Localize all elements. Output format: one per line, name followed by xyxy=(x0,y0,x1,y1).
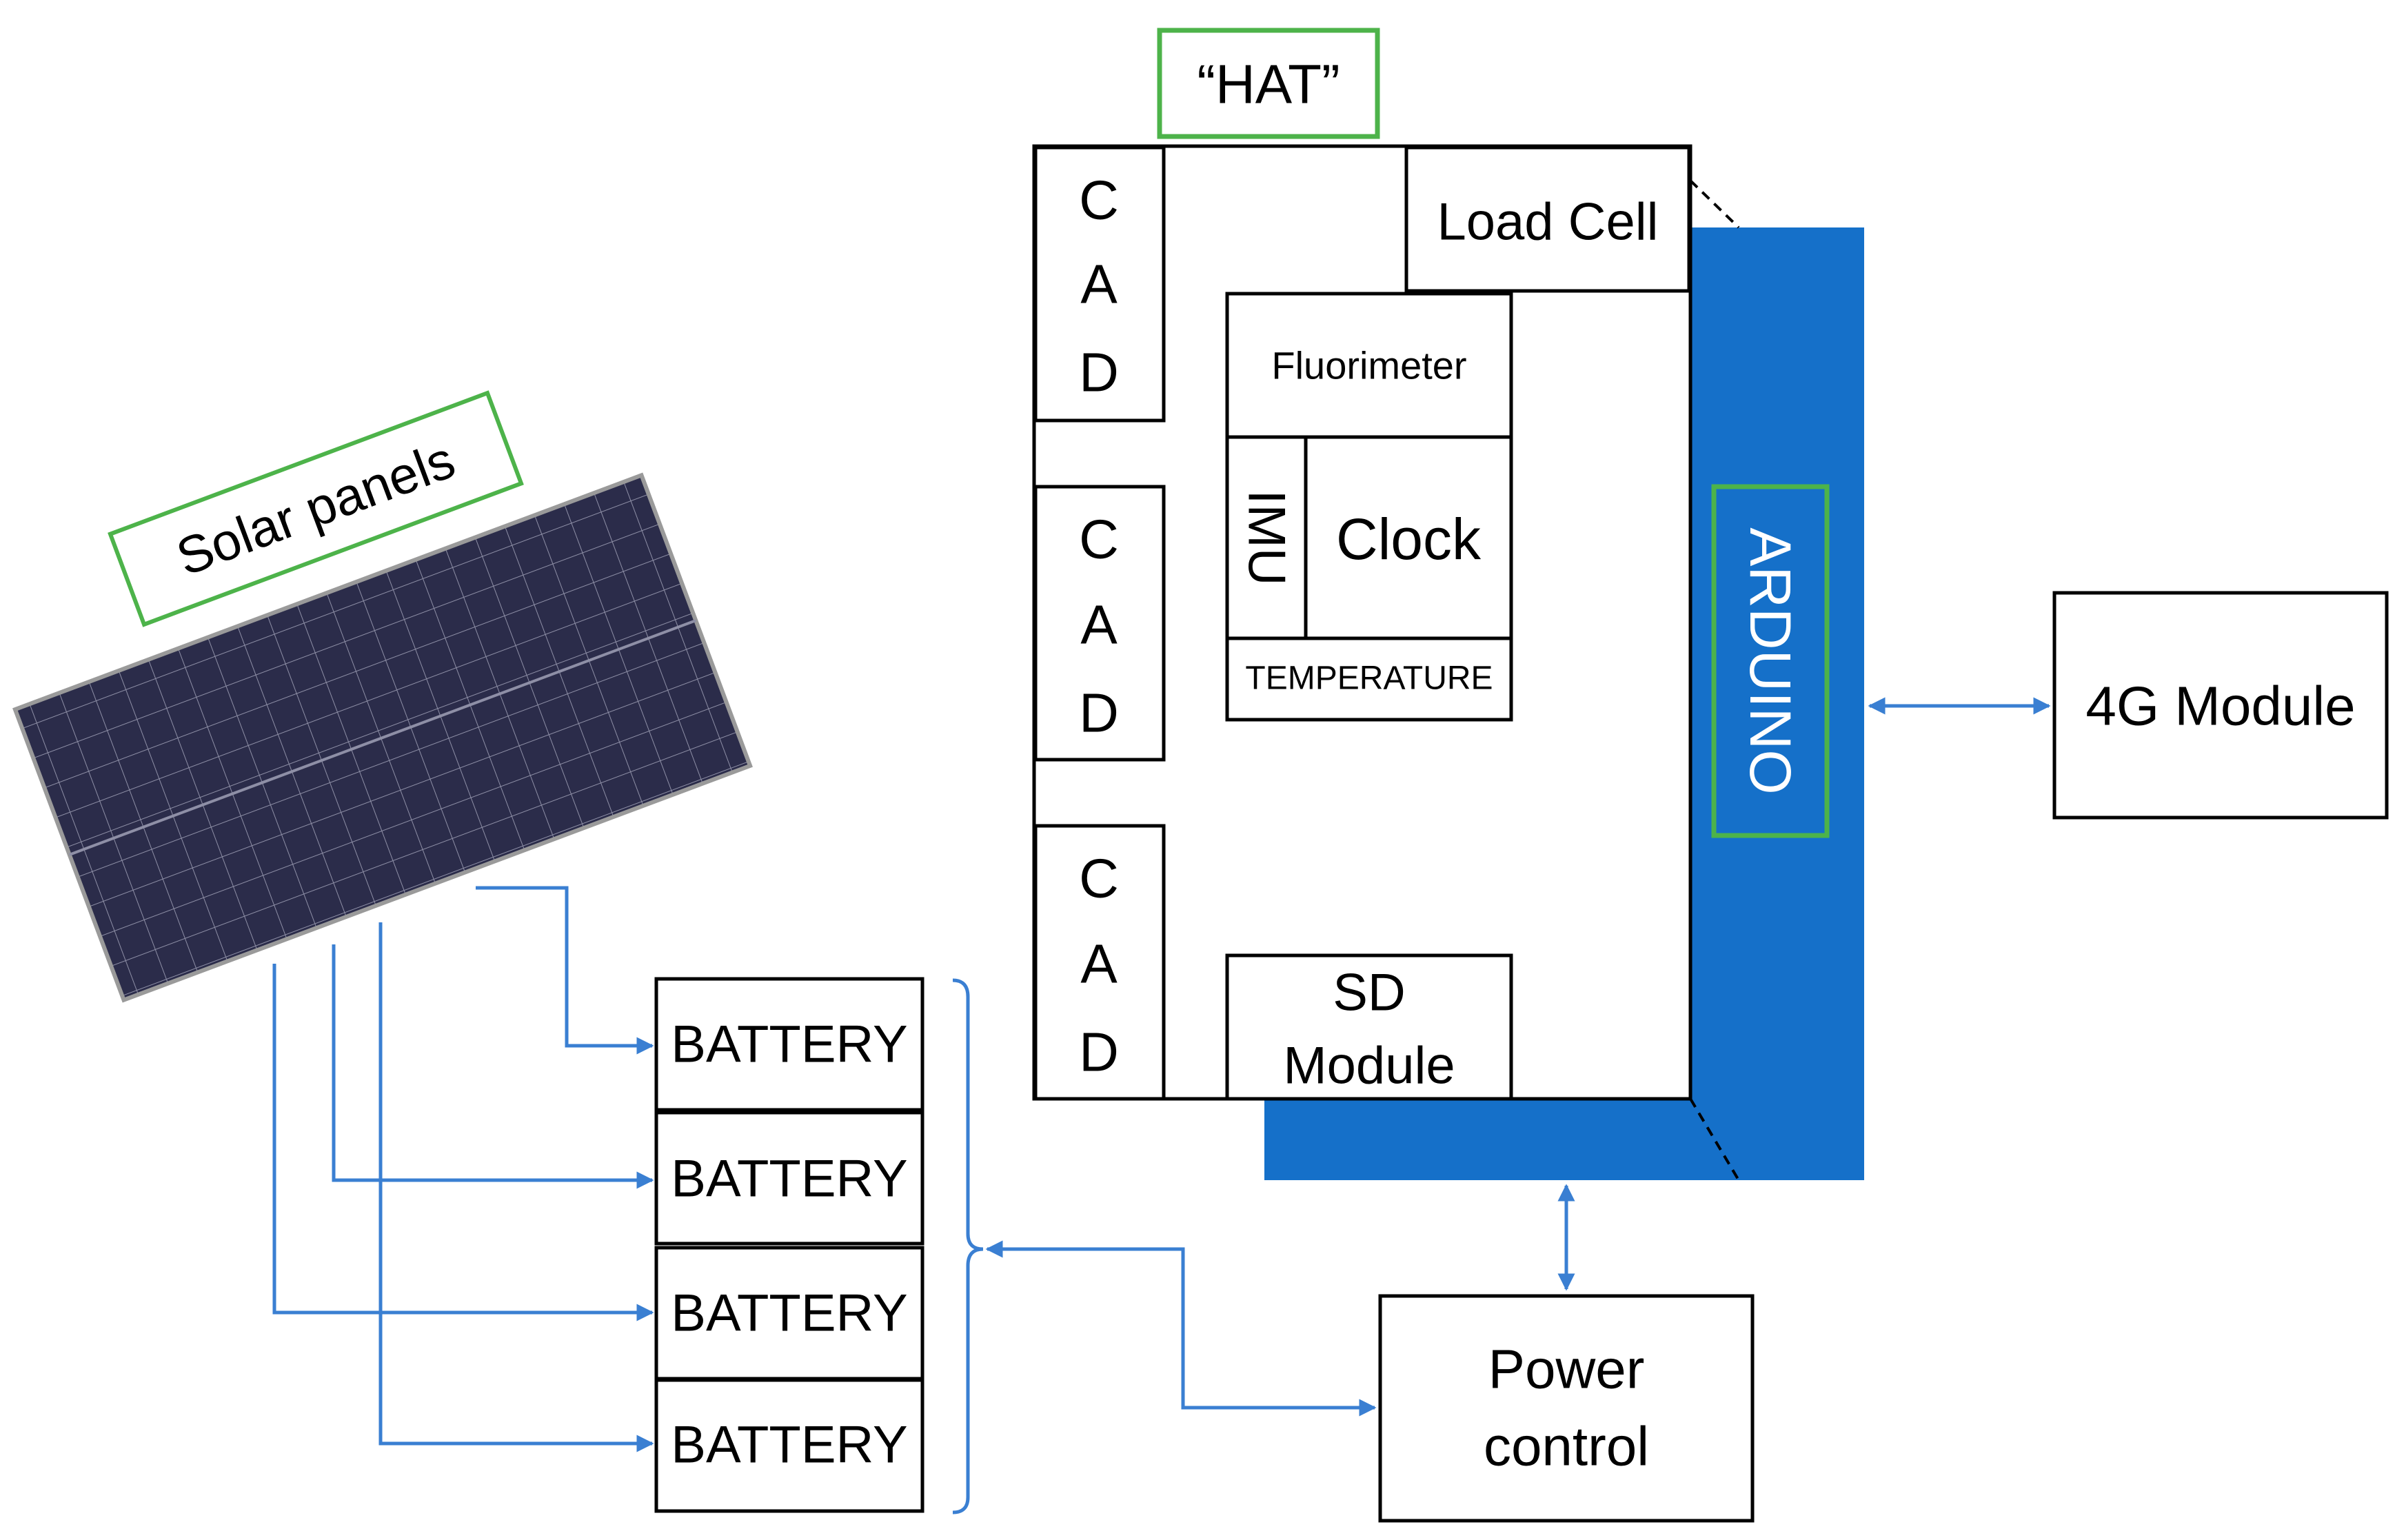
cad-block-3: C A D xyxy=(1033,824,1166,1101)
cad-letter: D xyxy=(1079,682,1119,744)
fluorimeter-text: Fluorimeter xyxy=(1271,344,1466,387)
load-cell-text: Load Cell xyxy=(1437,193,1658,252)
power-control-text-line1: Power xyxy=(1488,1339,1645,1400)
sd-module-text-line2: Module xyxy=(1283,1037,1455,1095)
temperature-text: TEMPERATURE xyxy=(1245,660,1493,697)
connector-solar-battery-3 xyxy=(272,964,654,1321)
battery-label-4: BATTERY xyxy=(671,1416,907,1475)
cad-letter: A xyxy=(1080,254,1118,315)
cad-letter: C xyxy=(1079,509,1119,570)
cad-letter: D xyxy=(1079,1022,1119,1083)
module-4g-text: 4G Module xyxy=(2085,676,2355,737)
cad-letter: A xyxy=(1080,933,1118,995)
arduino-board-vertical xyxy=(1692,227,1864,1180)
battery-box-1 xyxy=(654,977,924,1112)
battery-label-1: BATTERY xyxy=(671,1015,907,1074)
cad-letter: A xyxy=(1080,594,1118,656)
temperature-block xyxy=(1225,636,1513,722)
sd-module-block: SD Module xyxy=(1225,953,1513,1101)
cad-letter: C xyxy=(1079,848,1119,909)
battery-box-2 xyxy=(654,1111,924,1246)
battery-stack: BATTERY BATTERY BATTERY BATTERY xyxy=(654,977,924,1513)
cad-block-1: C A D xyxy=(1033,145,1166,423)
clock-text: Clock xyxy=(1336,507,1482,571)
connector-battery-power xyxy=(985,1240,1377,1417)
arduino-text: ARDUINO xyxy=(1738,527,1803,794)
clock-block xyxy=(1304,435,1513,640)
arduino-board-horizontal xyxy=(1264,1099,1864,1180)
solar-panel-icon xyxy=(12,472,753,1003)
cad-letter: C xyxy=(1079,170,1119,231)
arduino-label: ARDUINO xyxy=(1711,484,1830,838)
connector-solar-battery-1 xyxy=(476,886,654,1055)
module-4g-block: 4G Module xyxy=(2052,591,2389,820)
sensor-cluster: Fluorimeter IMU Clock TEMPERATURE xyxy=(1225,292,1513,722)
battery-box-3 xyxy=(654,1246,924,1381)
solar-battery-connectors xyxy=(272,886,654,1452)
sd-module-text-line1: SD xyxy=(1333,964,1406,1022)
power-control-text-line2: control xyxy=(1484,1416,1649,1477)
battery-bracket xyxy=(952,978,984,1514)
hat-label: “HAT” xyxy=(1157,28,1380,139)
load-cell-block: Load Cell xyxy=(1404,145,1691,293)
battery-label-2: BATTERY xyxy=(671,1150,907,1208)
cad-letter: D xyxy=(1079,342,1119,403)
connector-solar-battery-4 xyxy=(378,922,654,1452)
imu-text: IMU xyxy=(1237,489,1296,585)
connector-solar-battery-2 xyxy=(332,944,654,1189)
power-control-block: Power control xyxy=(1378,1294,1755,1523)
perspective-line-top xyxy=(1689,179,1740,229)
hat-text: “HAT” xyxy=(1197,54,1340,115)
cad-block-2: C A D xyxy=(1033,485,1166,762)
battery-box-4 xyxy=(654,1378,924,1513)
battery-label-3: BATTERY xyxy=(671,1284,907,1343)
imu-block xyxy=(1225,435,1308,640)
